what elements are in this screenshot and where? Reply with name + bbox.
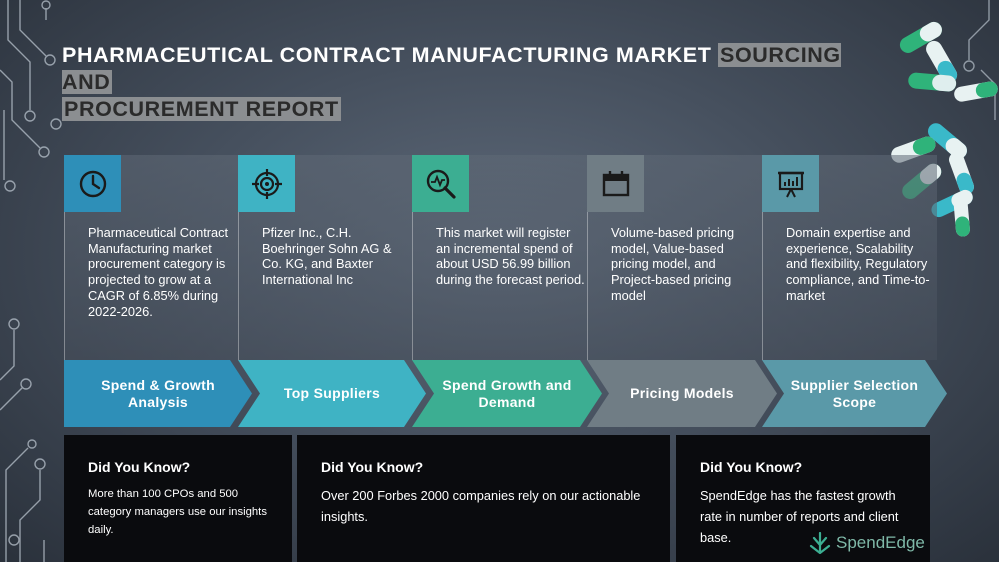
report-title: PHARMACEUTICAL CONTRACT MANUFACTURING MA… <box>62 42 892 123</box>
did-you-know-card: Did You Know? More than 100 CPOs and 500… <box>64 435 292 562</box>
column-description: Pfizer Inc., C.H. Boehringer Sohn AG & C… <box>262 225 392 288</box>
column-description: Domain expertise and experience, Scalabi… <box>786 225 930 303</box>
circuit-decoration <box>0 0 62 562</box>
card-text: Over 200 Forbes 2000 companies rely on o… <box>321 488 641 524</box>
title-main: PHARMACEUTICAL CONTRACT MANUFACTURING MA… <box>62 43 712 67</box>
spendedge-logo: SpendEdge <box>808 532 925 554</box>
presentation-chart-icon <box>762 155 819 212</box>
target-icon <box>238 155 295 212</box>
column-description: This market will register an incremental… <box>436 225 585 288</box>
magnifier-chart-icon <box>412 155 469 212</box>
step-top-suppliers: Top Suppliers <box>238 360 426 427</box>
column-description: Pharmaceutical Contract Manufacturing ma… <box>88 225 229 319</box>
title-highlight-2: PROCUREMENT REPORT <box>62 97 341 121</box>
column-description: Volume-based pricing model, Value-based … <box>611 225 735 303</box>
did-you-know-card: Did You Know? Over 200 Forbes 2000 compa… <box>297 435 670 562</box>
step-pricing-models: Pricing Models <box>587 360 777 427</box>
spendedge-logo-icon <box>809 532 831 554</box>
did-you-know-card: Did You Know? SpendEdge has the fastest … <box>676 435 930 562</box>
card-text: More than 100 CPOs and 500 category mana… <box>88 488 267 536</box>
clock-icon <box>64 155 121 212</box>
calendar-icon <box>587 155 644 212</box>
card-text: SpendEdge has the fastest growth rate in… <box>700 488 899 545</box>
brand-name: SpendEdge <box>836 533 925 552</box>
card-heading: Did You Know? <box>88 459 191 475</box>
card-heading: Did You Know? <box>700 459 803 475</box>
card-heading: Did You Know? <box>321 459 424 475</box>
